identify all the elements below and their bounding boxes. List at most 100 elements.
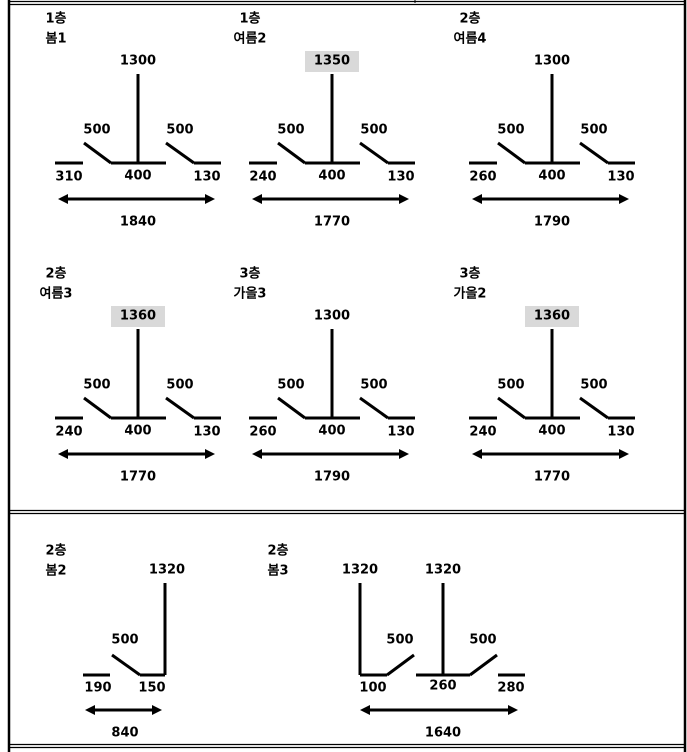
center-label: 400 [538,168,566,184]
flap-left-label: 500 [83,122,111,138]
arrowhead [205,194,215,204]
arrowhead [360,705,370,715]
flap-right-label: 500 [360,122,388,138]
floor-label: 3층 [459,266,481,282]
center-label: 400 [124,168,152,184]
arrowhead [152,705,162,715]
right-label: 130 [607,424,635,440]
total-label: 840 [111,725,139,741]
arrowhead [472,449,482,459]
right-label: 150 [138,680,166,696]
center-label: 400 [538,423,566,439]
total-label: 1840 [119,214,157,230]
arrowhead [399,194,409,204]
arrowhead [252,449,262,459]
total-label: 1770 [119,469,157,485]
left-flap [386,653,415,677]
right-flap [359,396,389,420]
height-left-label: 1320 [341,562,379,578]
left-flap [497,396,526,420]
left-label: 240 [469,424,497,440]
center-label: 400 [318,423,346,439]
floor-label: 2층 [45,266,67,282]
flap-left-label: 500 [386,632,414,648]
left-label: 240 [249,169,277,185]
flap-right-label: 500 [166,122,194,138]
total-label: 1640 [424,725,462,741]
flap-left-label: 500 [497,122,525,138]
flap-right-label: 500 [469,632,497,648]
right-flap [469,653,498,677]
center-label: 400 [318,168,346,184]
total-label: 1790 [313,469,351,485]
height-right-label: 1320 [424,562,462,578]
left-label: 260 [469,169,497,185]
height-label: 1360 [533,308,571,324]
diagram-name: 여름3 [39,286,73,302]
total-label: 1770 [313,214,351,230]
right-label: 130 [193,424,221,440]
right-flap [579,396,609,420]
diagram-name: 여름4 [453,31,487,47]
height-label: 1350 [313,53,351,69]
floor-label: 1층 [45,11,67,27]
diagram-name: 가을2 [453,286,487,302]
floor-label: 2층 [45,543,67,559]
center-label: 260 [429,678,457,694]
height-label: 1300 [313,308,351,324]
flap-right-label: 500 [360,377,388,393]
left-label: 310 [55,169,83,185]
height-label: 1300 [119,53,157,69]
center-label: 400 [124,423,152,439]
left-label: 190 [84,680,112,696]
floor-label: 2층 [459,11,481,27]
right-flap [579,141,609,165]
left-flap [83,141,112,165]
right-label: 130 [387,169,415,185]
arrowhead [508,705,518,715]
arrowhead [85,705,95,715]
height-highlight [111,306,165,327]
right-label: 130 [193,169,221,185]
height-highlight [305,51,359,72]
height-label: 1320 [148,562,186,578]
left-flap [497,141,526,165]
right-flap [359,141,389,165]
total-label: 1770 [533,469,571,485]
right-label: 280 [497,680,525,696]
height-label: 1300 [533,53,571,69]
flap-left-label: 500 [497,377,525,393]
arrowhead [619,194,629,204]
left-label: 100 [359,680,387,696]
height-label: 1360 [119,308,157,324]
left-flap [277,396,306,420]
flap-left-label: 500 [83,377,111,393]
arrowhead [472,194,482,204]
flap-right-label: 500 [580,377,608,393]
arrowhead [252,194,262,204]
left-flap [83,396,112,420]
left-label: 260 [249,424,277,440]
diagram-name: 봄2 [45,563,67,579]
diagram-name: 봄1 [45,31,67,47]
floor-label: 1층 [239,11,261,27]
flap-right-label: 500 [166,377,194,393]
left-flap [277,141,306,165]
flap [111,653,141,677]
right-flap [165,396,195,420]
right-label: 130 [387,424,415,440]
left-label: 240 [55,424,83,440]
flap-left-label: 500 [277,377,305,393]
flap-label: 500 [111,632,139,648]
floor-label: 3층 [239,266,261,282]
total-label: 1790 [533,214,571,230]
arrowhead [205,449,215,459]
diagram-name: 봄3 [267,563,289,579]
height-highlight [525,306,579,327]
right-label: 130 [607,169,635,185]
right-flap [165,141,195,165]
floor-label: 2층 [267,543,289,559]
arrowhead [58,449,68,459]
arrowhead [619,449,629,459]
